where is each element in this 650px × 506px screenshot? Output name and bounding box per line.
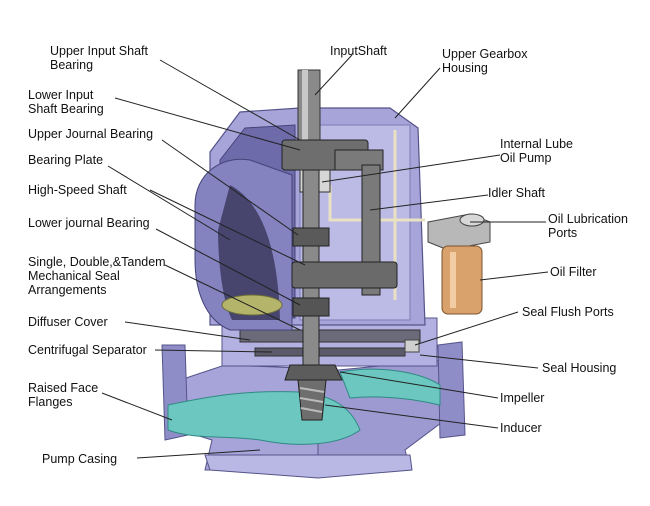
upper-journal-bearing-block bbox=[292, 227, 330, 247]
label-line: Bearing Plate bbox=[28, 153, 104, 167]
oil-filter-canister bbox=[441, 245, 483, 315]
label-lower-input-shaft-bearing: Lower Input Shaft Bearing bbox=[28, 88, 104, 116]
label-line: Impeller bbox=[500, 391, 545, 405]
label-seal-flush-ports: Seal Flush Ports bbox=[522, 305, 614, 319]
label-line: Lower Input bbox=[28, 88, 94, 102]
lower-gear bbox=[291, 261, 398, 289]
label-line: Centrifugal Separator bbox=[28, 343, 147, 357]
inducer-spiral bbox=[299, 387, 325, 413]
label-diffuser-cover: Diffuser Cover bbox=[28, 315, 108, 329]
label-lower-journal-bearing: Lower journal Bearing bbox=[28, 216, 150, 230]
leader-input-shaft bbox=[314, 54, 353, 96]
fluid-passage bbox=[167, 391, 361, 445]
leader-raised-face-flanges bbox=[101, 392, 173, 421]
label-line: Inducer bbox=[500, 421, 542, 435]
centrifugal-separator-ring bbox=[254, 347, 406, 357]
leader-high-speed-shaft bbox=[149, 189, 306, 266]
leader-diffuser-cover bbox=[124, 321, 251, 341]
leader-internal-lube-oil-pump bbox=[321, 154, 501, 183]
leader-lower-journal-bearing bbox=[155, 228, 301, 306]
label-line: Mechanical Seal bbox=[28, 269, 120, 283]
label-mechanical-seal-arrangements: Single, Double,&Tandem Mechanical Seal A… bbox=[28, 255, 166, 297]
label-internal-lube-oil-pump: Internal Lube Oil Pump bbox=[500, 137, 573, 165]
label-line: Diffuser Cover bbox=[28, 315, 108, 329]
label-line: InputShaft bbox=[330, 44, 387, 58]
label-line: Shaft Bearing bbox=[28, 102, 104, 116]
label-line: Ports bbox=[548, 226, 578, 240]
oil-filter-shine bbox=[450, 252, 456, 308]
lower-journal-bearing-block bbox=[292, 297, 330, 317]
label-raised-face-flanges: Raised Face Flanges bbox=[28, 381, 98, 409]
leader-impeller bbox=[339, 371, 499, 399]
label-line: Pump Casing bbox=[42, 452, 118, 466]
label-line: Raised Face bbox=[28, 381, 99, 395]
label-line: Upper Input Shaft bbox=[50, 44, 148, 58]
leader-upper-input-shaft-bearing bbox=[159, 59, 301, 141]
leader-pump-casing bbox=[136, 449, 261, 459]
label-input-shaft: InputShaft bbox=[330, 44, 387, 58]
leader-lines bbox=[101, 54, 549, 459]
pump-casing-foot bbox=[204, 454, 413, 479]
leader-mechanical-seal bbox=[164, 264, 301, 331]
label-line: Seal Housing bbox=[542, 361, 617, 375]
leader-seal-flush-ports bbox=[414, 311, 519, 346]
leader-oil-filter bbox=[479, 271, 549, 281]
label-line: Oil Lubrication bbox=[548, 212, 628, 226]
separator-disc bbox=[221, 294, 283, 316]
leader-upper-journal-bearing bbox=[161, 139, 299, 236]
label-upper-journal-bearing: Upper Journal Bearing bbox=[28, 127, 153, 141]
label-centrifugal-separator: Centrifugal Separator bbox=[28, 343, 147, 357]
label-line: Idler Shaft bbox=[488, 186, 545, 200]
impeller-shape bbox=[284, 364, 343, 381]
oil-port-cap bbox=[459, 213, 485, 227]
label-oil-lubrication-ports: Oil Lubrication Ports bbox=[548, 212, 628, 240]
label-seal-housing: Seal Housing bbox=[542, 361, 616, 375]
label-line: Bearing bbox=[50, 58, 94, 72]
leader-idler-shaft bbox=[369, 194, 489, 211]
input-shaft-highlight bbox=[302, 70, 308, 170]
label-impeller: Impeller bbox=[500, 391, 544, 405]
label-line: Housing bbox=[442, 61, 488, 75]
label-line: Seal Flush Ports bbox=[522, 305, 614, 319]
label-line: Upper Gearbox bbox=[442, 47, 528, 61]
fluid-volute bbox=[339, 368, 441, 406]
leader-inducer bbox=[324, 404, 499, 429]
label-line: Single, Double,&Tandem bbox=[28, 255, 166, 269]
label-upper-gearbox-housing: Upper Gearbox Housing bbox=[442, 47, 527, 75]
label-line: Flanges bbox=[28, 395, 73, 409]
leader-centrifugal-separator bbox=[154, 349, 273, 353]
label-line: Oil Pump bbox=[500, 151, 552, 165]
label-line: Upper Journal Bearing bbox=[28, 127, 154, 141]
diffuser-cover-plate bbox=[239, 329, 421, 343]
label-line: Lower journal Bearing bbox=[28, 216, 150, 230]
leader-seal-housing bbox=[419, 354, 539, 369]
label-upper-input-shaft-bearing: Upper Input Shaft Bearing bbox=[50, 44, 148, 72]
label-oil-filter: Oil Filter bbox=[550, 265, 597, 279]
label-line: Arrangements bbox=[28, 283, 107, 297]
leader-lower-input-shaft-bearing bbox=[114, 97, 301, 151]
leader-bearing-plate bbox=[107, 165, 231, 241]
label-pump-casing: Pump Casing bbox=[42, 452, 117, 466]
label-high-speed-shaft: High-Speed Shaft bbox=[28, 183, 127, 197]
label-line: Oil Filter bbox=[550, 265, 597, 279]
label-inducer: Inducer bbox=[500, 421, 542, 435]
label-idler-shaft: Idler Shaft bbox=[488, 186, 545, 200]
leader-upper-gearbox-housing bbox=[394, 67, 441, 119]
seal-flush-port-nub bbox=[404, 339, 420, 353]
label-bearing-plate: Bearing Plate bbox=[28, 153, 103, 167]
label-line: High-Speed Shaft bbox=[28, 183, 127, 197]
label-line: Internal Lube bbox=[500, 137, 573, 151]
